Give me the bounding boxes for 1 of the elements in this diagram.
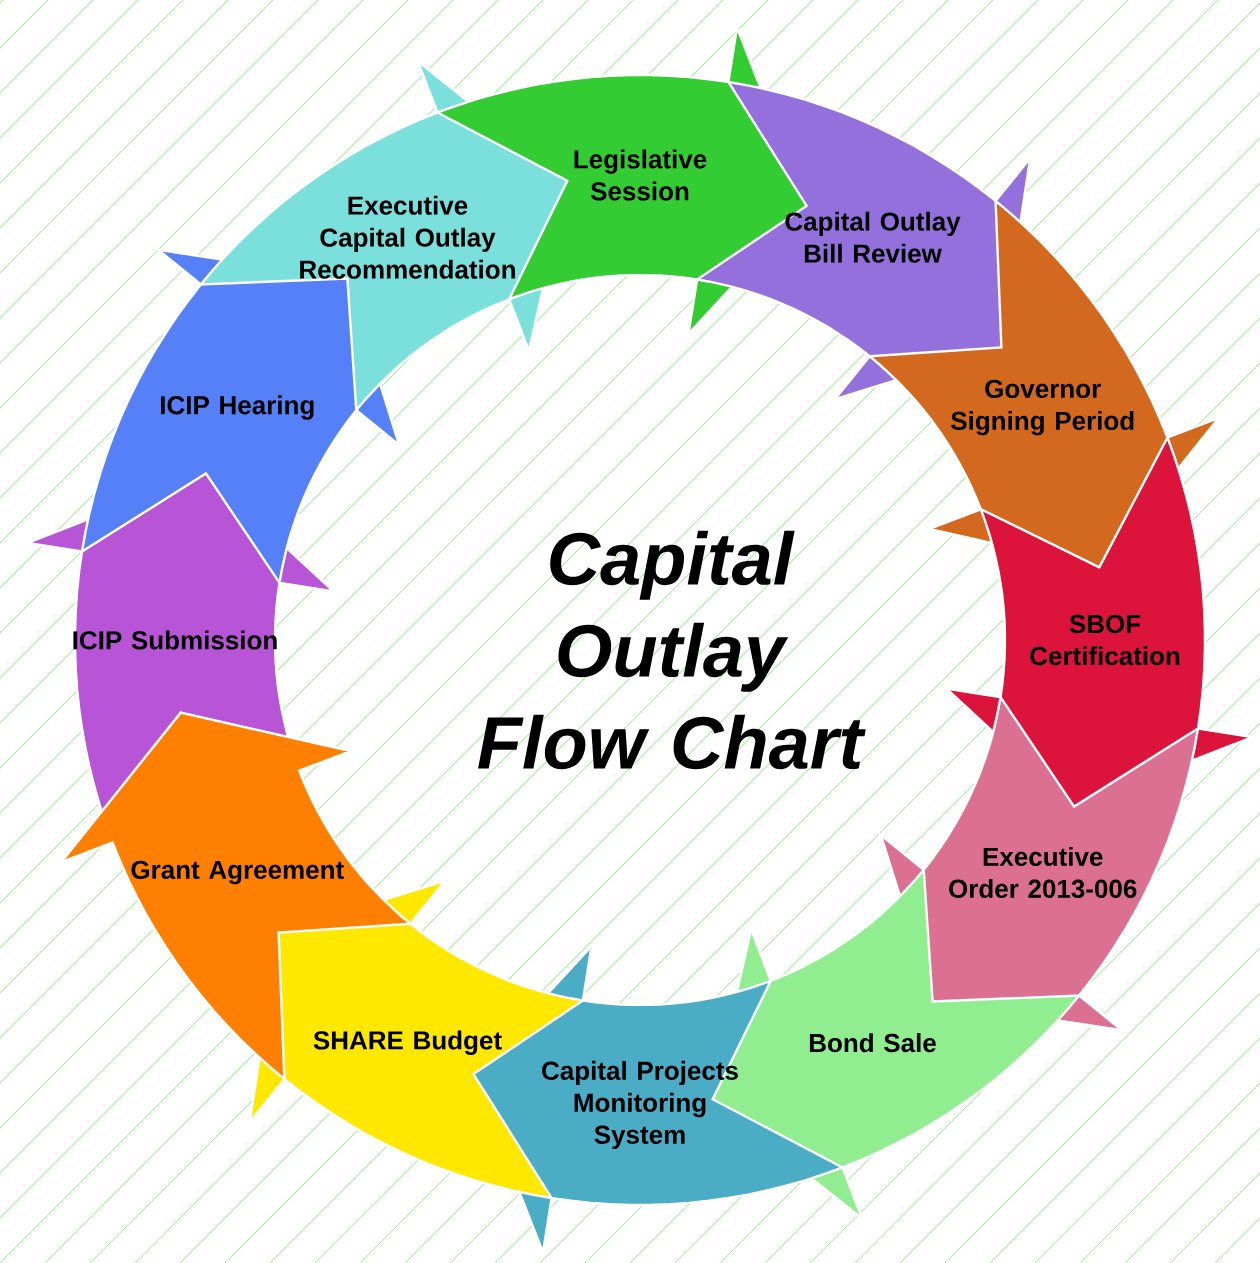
title: Capital Outlay Flow Chart — [478, 530, 866, 770]
